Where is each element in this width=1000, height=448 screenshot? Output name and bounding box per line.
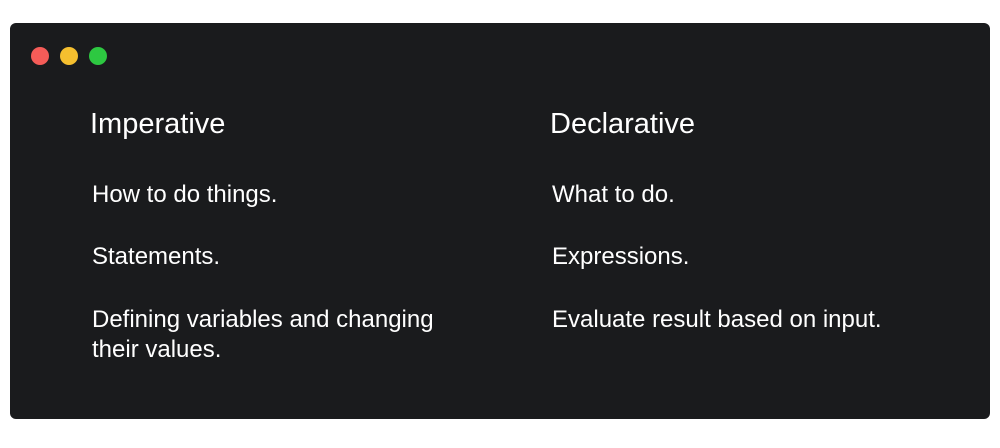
window-controls [31,47,107,65]
declarative-item: Evaluate result based on input. [552,306,882,333]
declarative-heading: Declarative [550,108,696,140]
declarative-item: Expressions. [552,243,690,270]
close-button[interactable] [31,47,49,65]
imperative-heading: Imperative [90,108,226,140]
minimize-button[interactable] [60,47,78,65]
comparison-window: Imperative How to do things. Statements.… [10,23,990,419]
imperative-item: Statements. [92,243,221,270]
imperative-item: Defining variables and changing their va… [92,306,434,363]
zoom-button[interactable] [89,47,107,65]
declarative-item: What to do. [552,181,675,208]
imperative-item: How to do things. [92,181,278,208]
